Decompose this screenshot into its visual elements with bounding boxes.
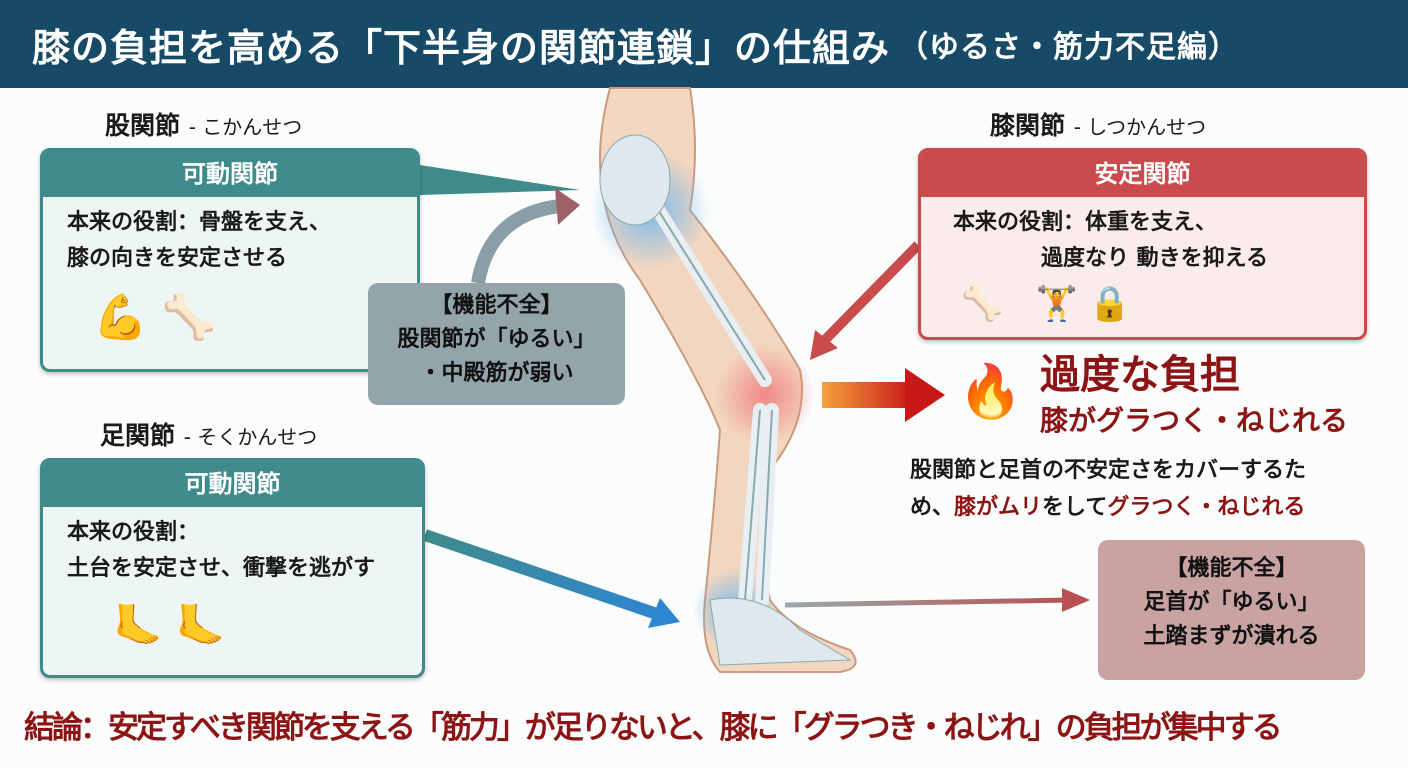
hip-label: 股関節 - こかんせつ [105,111,303,140]
knee-arrow [816,241,922,349]
knee-card: 安定関節 本来の役割：体重を支え、過度なり 動きを抑える 🦴 🏋 🔒 [918,148,1367,340]
ankle-card: 可動関節 本来の役割： 土台を安定させ、衝撃を逃がす 🦶 🦶 [40,458,425,678]
subtitle: （ゆるさ・筋力不足編） [898,30,1240,65]
foot-icon: 🦶 🦶 [113,603,226,649]
knee-label: 膝関節 - しつかんせつ [990,111,1207,140]
ankle-arrow [423,529,662,621]
knee-role-line2: 過度なり 動きを抑える [1041,246,1268,271]
muscle-bone-icon: 💪 🦴 [93,292,217,343]
knee-role-line1: 本来の役割：体重を支え、 [953,210,1218,235]
knee-glow [715,345,815,445]
ankle-role-line2: 土台を安定させ、衝撃を逃がす [67,556,376,581]
joint-dumbbell-lock-icon: 🦴 🏋 🔒 [961,284,1132,324]
pelvis [599,134,671,226]
burden-description: 股関節と足首の不安定さをカバーするた め、膝がムリをしてグラつく・ねじれる [910,458,1307,520]
hip-type: 可動関節 [43,151,417,197]
knee-type: 安定関節 [921,151,1364,197]
ankle-issue-arrow [784,597,1071,608]
hip-role-line2: 膝の向きを安定させる [67,246,288,271]
ankle-issue-box: 【機能不全】足首が「ゆるい」土踏まずが潰れる [1098,540,1365,680]
hip-callout-pointer [420,165,580,195]
ankle-type: 可動関節 [43,461,422,507]
ankle-label: 足関節 - そくかんせつ [100,421,318,450]
title-banner: 膝の負担を高める「下半身の関節連鎖」の仕組み（ゆるさ・筋力不足編） [0,0,1408,88]
conclusion: 結論：安定すべき関節を支える「筋力」が足りないと、膝に「グラつき・ねじれ」の負担… [24,710,1283,746]
title: 膝の負担を高める「下半身の関節連鎖」の仕組み [32,25,891,70]
hip-role-line1: 本来の役割：骨盤を支え、 [67,210,332,235]
foot-bones [709,597,852,666]
hip-issue-box: 【機能不全】股関節が「ゆるい」・中殿筋が弱い [368,283,625,405]
burden-arrow [822,382,912,408]
hip-card: 可動関節 本来の役割：骨盤を支え、膝の向きを安定させる 💪 🦴 [40,148,420,372]
fire-icon: 🔥 [958,362,1023,422]
burden-subtitle: 膝がグラつく・ねじれる [1040,404,1349,437]
ankle-role-line1: 本来の役割： [67,520,200,545]
burden-title: 過度な負担 [1040,352,1240,398]
hip-arrow [471,198,571,285]
